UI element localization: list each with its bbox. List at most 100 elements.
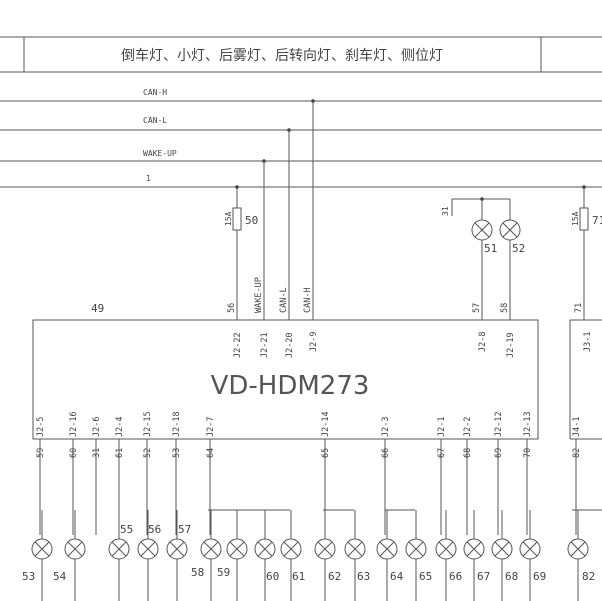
svg-text:WAKE-UP: WAKE-UP (254, 277, 264, 313)
pin-label: J2-16 (69, 411, 79, 437)
svg-text:71: 71 (592, 214, 602, 227)
top-lamps: 31 51 52 (441, 197, 525, 320)
bottom-pin-j2-2: J2-2 68 (463, 417, 473, 535)
lamp-number: 82 (582, 570, 595, 583)
lamp-59: 59 (217, 510, 248, 601)
wire-label: 69 (494, 448, 504, 458)
svg-text:52: 52 (512, 242, 525, 255)
bottom-pin-j4-1: J4-1 82 (572, 417, 582, 535)
pin-label: J2-4 (115, 417, 125, 437)
lamp-63: 63 (344, 510, 370, 601)
module-number: 49 (91, 302, 104, 315)
lamp-66: 66 (435, 510, 462, 601)
pin-label: J2-3 (381, 417, 391, 437)
bus-taps (235, 99, 586, 320)
wire-label: 64 (206, 448, 216, 458)
lamp-number: 58 (191, 566, 204, 579)
bus-label-can-l: CAN-L (143, 116, 167, 125)
section-title: 倒车灯、小灯、后雾灯、后转向灯、刹车灯、侧位灯 (121, 47, 443, 64)
svg-text:57: 57 (472, 303, 482, 313)
lamp-51: 51 (471, 219, 497, 255)
svg-text:15A: 15A (571, 211, 580, 226)
wire-label: 65 (321, 448, 331, 458)
wire-label: 67 (437, 448, 447, 458)
lamp-number: 53 (22, 570, 35, 583)
pin-label: J2-6 (92, 417, 102, 437)
wire-label: 70 (523, 448, 533, 458)
lamp-62: 62 (314, 510, 341, 601)
bottom-pin-j2-12: J2-12 69 (494, 411, 504, 535)
lamp-58: 58 (191, 510, 222, 601)
module-vd-hdm273: VD-HDM273 J2-22 J2-21 J2-20 J2-9 J2-8 J2… (32, 319, 539, 440)
lamp-68: 68 (491, 510, 518, 601)
svg-text:J2-21: J2-21 (260, 332, 270, 358)
lamp-number: 60 (266, 570, 279, 583)
pin-label: J2-12 (494, 411, 504, 437)
header-frame: 倒车灯、小灯、后雾灯、后转向灯、刹车灯、侧位灯 (0, 36, 602, 73)
wire-label: 60 (69, 448, 79, 458)
lamp-number: 61 (292, 570, 305, 583)
svg-text:71: 71 (574, 303, 584, 313)
bottom-pin-j2-1: J2-167 (437, 417, 447, 535)
bottom-pin-j2-6: J2-6 31 (92, 417, 102, 535)
pin-label: J4-1 (572, 417, 582, 437)
fuse-71: 15A 71 (571, 207, 602, 231)
pin-label: J2-14 (321, 411, 331, 437)
lamp-65: 65 (405, 510, 432, 601)
lamp-number: 66 (449, 570, 462, 583)
wire-label: 68 (463, 448, 473, 458)
lamp-54: 54 (53, 510, 86, 601)
top-wire-labels: 56 WAKE-UP CAN-L CAN-H 57 58 49 71 (91, 277, 584, 315)
bottom-pin-j2-4: J2-4 61 (115, 417, 125, 535)
lamp-number: 56 (148, 523, 161, 536)
svg-text:CAN-L: CAN-L (279, 287, 289, 313)
wire-label: 53 (172, 448, 182, 458)
pin-label: J2-7 (206, 417, 216, 437)
wire-label: 61 (115, 448, 125, 458)
bottom-pin-j2-18: J2-18 53 (172, 411, 182, 535)
svg-text:15A: 15A (224, 211, 233, 226)
lamp-57: 57 (166, 510, 191, 601)
lamp-69: 69 (519, 510, 546, 601)
svg-text:J2-9: J2-9 (309, 332, 319, 352)
lamp-56: 56 (137, 510, 161, 601)
ground-ref: 31 (441, 206, 450, 216)
svg-text:J2-19: J2-19 (506, 332, 516, 358)
bus-lines: CAN-H CAN-L WAKE-UP 1 (0, 88, 602, 188)
lamp-82: 82 (567, 510, 595, 601)
bus-label-1: 1 (146, 174, 151, 183)
pin-label: J2-18 (172, 411, 182, 437)
svg-text:50: 50 (245, 214, 258, 227)
pin-label: J2-13 (523, 411, 533, 437)
module-2-partial: J3-1 (569, 319, 602, 440)
lamp-number: 65 (419, 570, 432, 583)
lamp-64: 64 (376, 510, 404, 601)
lamp-number: 63 (357, 570, 370, 583)
lamp-60: 60 (254, 510, 279, 601)
svg-text:J2-22: J2-22 (233, 332, 243, 358)
lamp-53: 53 (22, 510, 53, 601)
wire-label: 82 (572, 448, 582, 458)
wire-label: 59 (36, 448, 46, 458)
bus-label-wake-up: WAKE-UP (143, 149, 177, 158)
fuse-50: 15A 50 (224, 207, 258, 231)
pin-label: J2-5 (36, 417, 46, 437)
lamp-number: 64 (390, 570, 404, 583)
lamp-number: 59 (217, 566, 230, 579)
bottom-pin-j2-13: J2-13 70 (523, 411, 533, 535)
wire-label: 66 (381, 448, 391, 458)
svg-text:CAN-H: CAN-H (303, 287, 313, 313)
lamp-number: 69 (533, 570, 546, 583)
bottom-pin-j2-7: J2-7 64 (206, 417, 216, 535)
wire-label: 31 (92, 448, 102, 458)
bus-label-can-h: CAN-H (143, 88, 167, 97)
svg-text:56: 56 (227, 303, 237, 313)
lamp-number: 55 (120, 523, 133, 536)
lamp-number: 54 (53, 570, 67, 583)
svg-text:58: 58 (500, 303, 510, 313)
pin-label: J2-2 (463, 417, 473, 437)
lamp-number: 57 (178, 523, 191, 536)
